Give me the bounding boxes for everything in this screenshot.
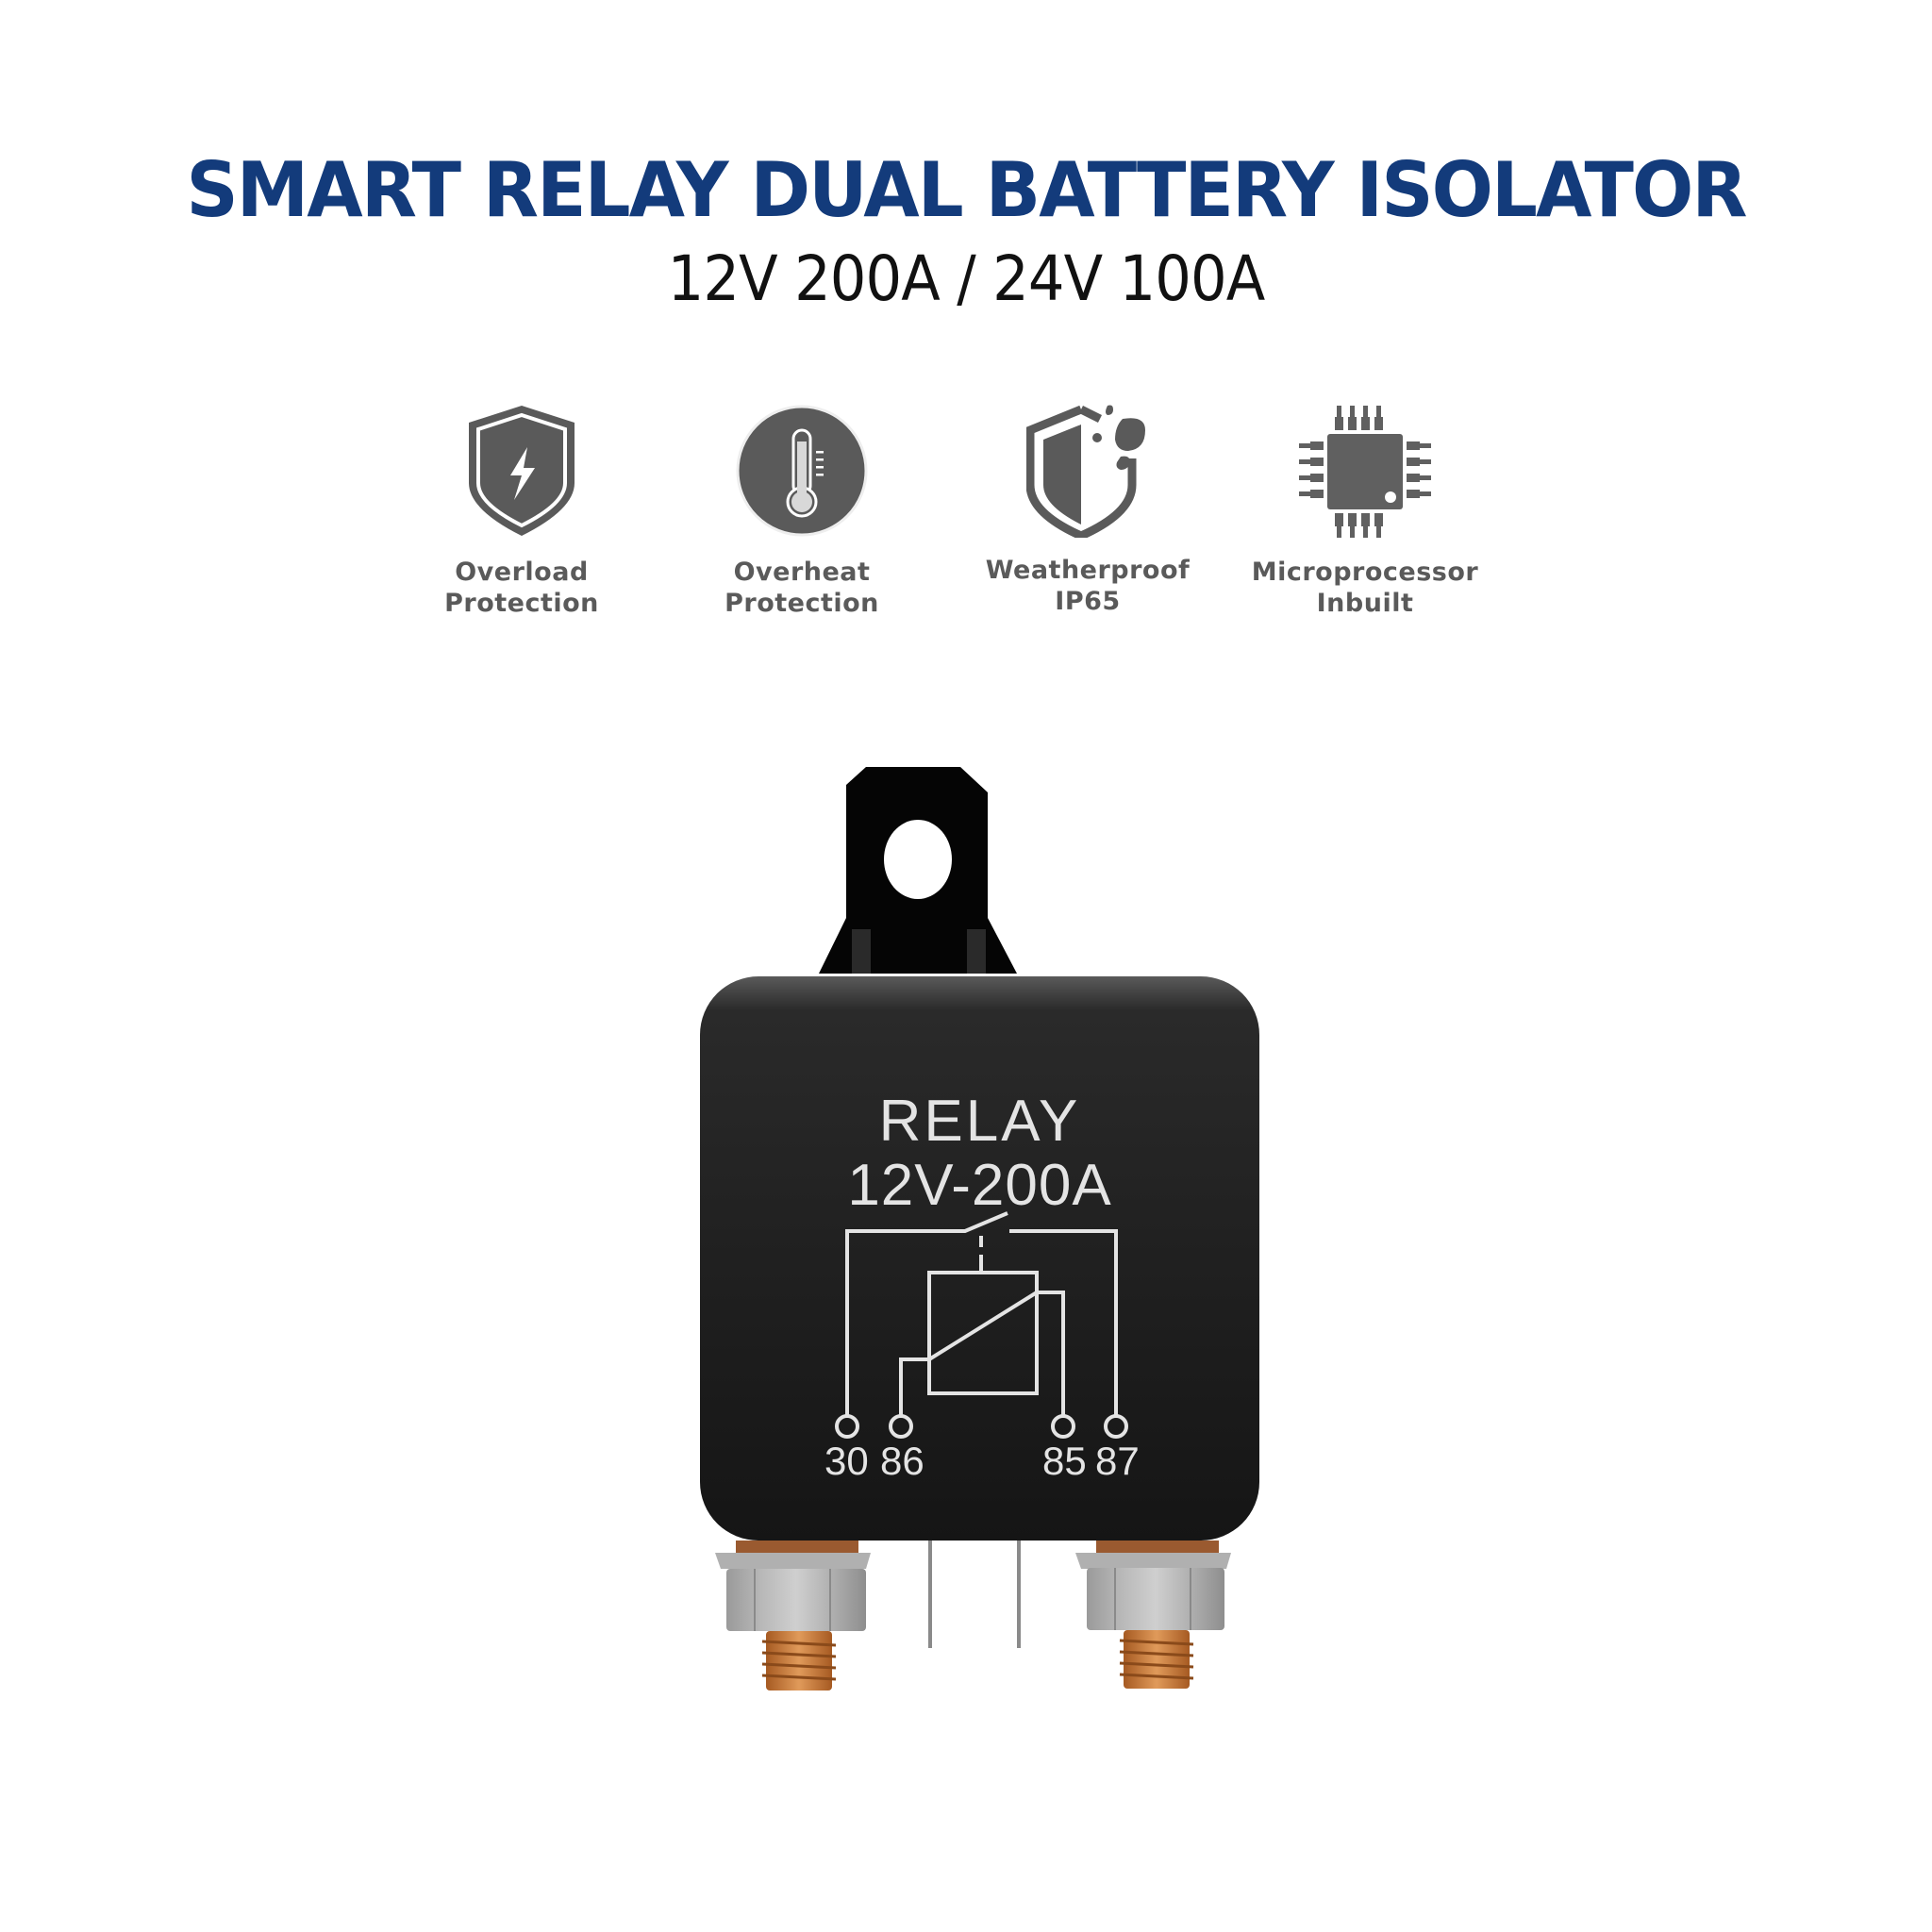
blade-pin: [1017, 1541, 1021, 1648]
thermometer-icon: [736, 405, 868, 537]
feature-label-line2: Protection: [444, 589, 599, 618]
terminal-label-86: 86: [880, 1439, 924, 1483]
feature-label-line1: Microprocessor: [1251, 558, 1479, 587]
feature-overheat: Overheat Protection: [660, 404, 943, 619]
blade-pin: [928, 1541, 932, 1648]
terminal-label-87: 87: [1095, 1439, 1140, 1483]
terminal-label-30: 30: [824, 1439, 869, 1483]
feature-weatherproof: Weatherproof IP65: [946, 402, 1229, 617]
feature-label-line2: Protection: [724, 589, 879, 618]
feature-label-line1: Overload: [455, 558, 589, 587]
relay-label: RELAY: [878, 1089, 1081, 1154]
terminal-label-85: 85: [1042, 1439, 1087, 1483]
page-title: SMART RELAY DUAL BATTERY ISOLATOR: [186, 146, 1747, 234]
feature-label-line2: IP65: [1055, 587, 1121, 616]
mounting-tab: [819, 767, 1017, 974]
feature-microprocessor: Microprocessor Inbuilt: [1224, 406, 1507, 619]
feature-overload: Overload Protection: [380, 404, 663, 619]
shield-lightning-icon: [469, 406, 575, 536]
feature-label-line1: Weatherproof: [985, 556, 1191, 585]
terminal-stud-right: [1075, 1541, 1231, 1689]
feature-label-line1: Overheat: [733, 558, 871, 587]
microchip-icon: [1299, 406, 1431, 538]
feature-label-line2: Inbuilt: [1316, 589, 1414, 618]
terminal-stud-left: [715, 1541, 871, 1690]
weatherproof-shield-icon: [1026, 405, 1145, 538]
page-subtitle: 12V 200A / 24V 100A: [667, 242, 1266, 315]
relay-schematic: [835, 1211, 1128, 1439]
relay-rating: 12V-200A: [847, 1153, 1112, 1218]
